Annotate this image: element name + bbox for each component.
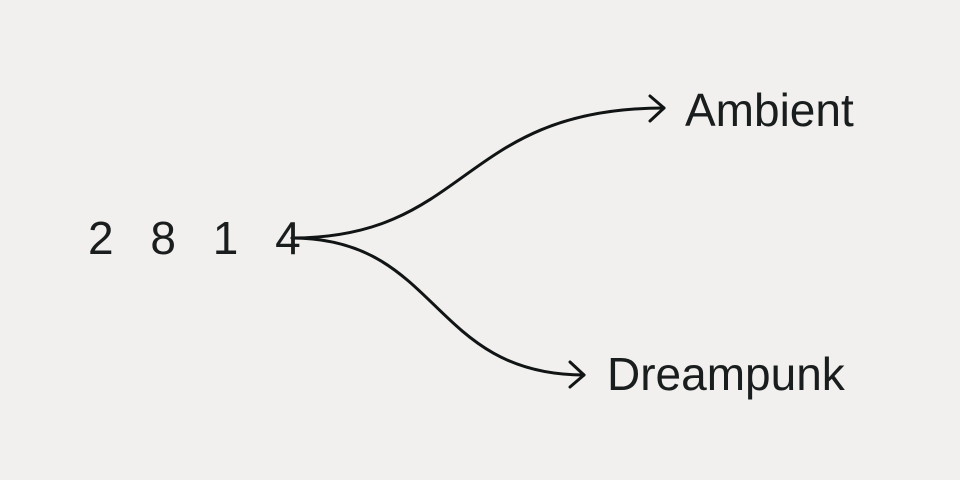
connector-to-ambient: [290, 106, 666, 240]
branch-label-ambient: Ambient: [685, 84, 854, 136]
arrowhead-dreampunk-icon: [568, 360, 586, 389]
arrowhead-ambient-icon: [648, 94, 666, 123]
source-number: 2 8 1 4: [88, 212, 313, 264]
branch-label-dreampunk: Dreampunk: [607, 348, 845, 400]
connector-to-dreampunk: [290, 236, 586, 377]
